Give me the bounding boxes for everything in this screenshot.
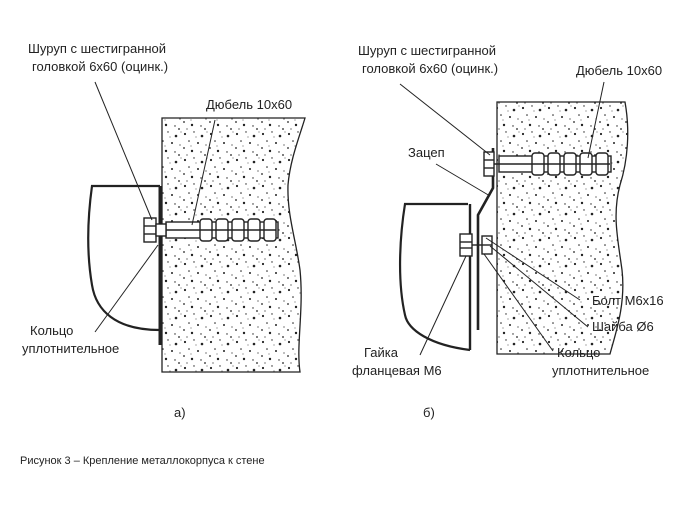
wall-concrete [161,117,306,373]
metal-housing [398,202,471,352]
label-hook: Зацеп [408,145,445,160]
leader-lines-b [399,81,605,356]
label-nut-line1: Гайка [364,345,399,360]
label-screw-line1-a: Шуруп с шестигранной [28,41,167,56]
label-ring-line1-a: Кольцо [30,323,74,338]
figure-caption: Рисунок 3 – Крепление металлокорпуса к с… [20,455,265,467]
panel-a-tag: а) [174,405,186,420]
label-ring-line1-b: Кольцо [557,345,601,360]
label-bolt: Болт М6х16 [592,293,664,308]
hex-screw-6x60 [483,151,610,177]
panel-b [398,81,629,356]
label-dowel-a: Дюбель 10х60 [206,97,293,112]
bolt-assembly [459,233,493,257]
panel-b-tag: б) [423,405,435,420]
label-ring-line2-b: уплотнительное [552,363,650,378]
hex-screw-6x60 [143,217,276,243]
label-nut-line2: фланцевая М6 [352,363,442,378]
label-screw-line2-a: головкой 6х60 (оцинк.) [32,59,169,74]
metal-housing [87,184,161,332]
label-ring-line2-a: уплотнительное [22,341,120,356]
label-screw-line1-b: Шуруп с шестигранной [358,43,497,58]
label-dowel-b: Дюбель 10х60 [576,63,663,78]
label-washer: Шайба Ø6 [592,319,654,334]
leader-lines-a [94,81,216,333]
label-screw-line2-b: головкой 6х60 (оцинк.) [362,61,499,76]
wall-concrete [496,101,629,355]
panel-a [87,81,306,373]
